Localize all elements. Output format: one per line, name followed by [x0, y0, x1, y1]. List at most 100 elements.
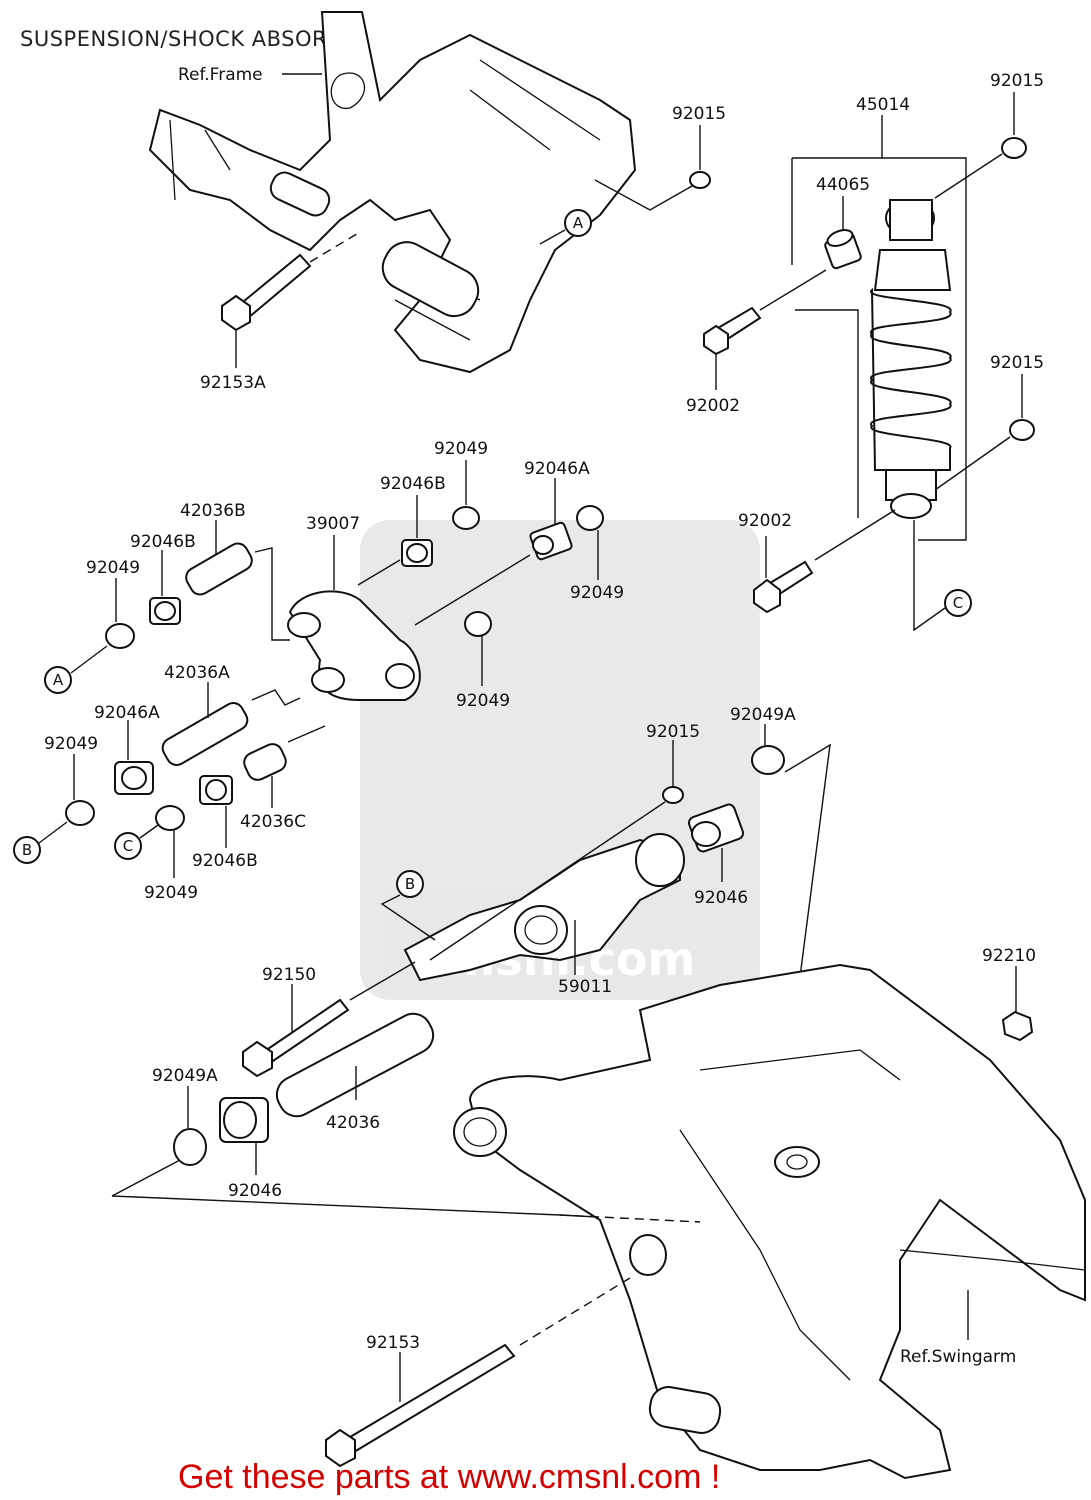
marker-a-left-label: A — [53, 671, 64, 689]
seal-92049-right — [576, 505, 604, 531]
frame-drawing — [148, 11, 637, 374]
label-ref-swingarm: Ref.Swingarm — [900, 1347, 1016, 1367]
marker-c-left-label: C — [123, 837, 133, 855]
nut-92015-right-mid — [1009, 419, 1035, 441]
seal-92049-left-top — [105, 623, 135, 649]
leader-92002-to-shock — [795, 309, 859, 518]
leader-92150-rod — [349, 961, 416, 1001]
leader-marker-a-top — [539, 229, 566, 245]
label-92049-center: 92049 — [456, 691, 510, 711]
nut-92210 — [1001, 1010, 1034, 1042]
marker-c-right-label: C — [953, 594, 963, 612]
label-ref-frame: Ref.Frame — [178, 65, 263, 85]
leader-42036a-arm — [251, 689, 301, 706]
leader-92015-shock-top — [934, 153, 1003, 199]
bolt-92153 — [325, 1343, 516, 1468]
sleeve-42036c — [243, 743, 287, 781]
leader-swingarm-dash — [559, 1214, 701, 1223]
needle-bearing-92046a-left — [114, 761, 154, 795]
label-42036: 42036 — [326, 1113, 380, 1133]
marker-b-center-label: B — [405, 875, 415, 893]
leader-bottom-seal — [111, 1159, 181, 1197]
label-92150: 92150 — [262, 965, 316, 985]
leader-marker-c-right — [913, 520, 946, 632]
bolt-92002-mid — [753, 560, 814, 614]
footer-link-text[interactable]: Get these parts at www.cmsnl.com ! — [178, 1458, 720, 1496]
link-arm-39007 — [287, 590, 421, 701]
bolt-92002-top — [703, 306, 762, 356]
label-92046b-top: 92046B — [380, 474, 446, 494]
shock-absorber-45014 — [870, 199, 952, 519]
label-92015-top: 92015 — [672, 104, 726, 124]
label-92015-mid: 92015 — [646, 722, 700, 742]
label-92049a-left: 92049A — [152, 1066, 218, 1086]
label-92015-right-mid: 92015 — [990, 353, 1044, 373]
label-92002-mid: 92002 — [738, 511, 792, 531]
label-92049-left-top: 92049 — [86, 558, 140, 578]
leader-marker-b-center — [380, 894, 436, 941]
label-92046b-left: 92046B — [130, 532, 196, 552]
leader-92002-mid-shock — [814, 509, 896, 561]
nut-92015-mid — [662, 786, 684, 804]
label-44065: 44065 — [816, 175, 870, 195]
marker-a-top — [564, 209, 592, 237]
label-92049a-right: 92049A — [730, 705, 796, 725]
label-92046a-top: 92046A — [524, 459, 590, 479]
needle-bearing-92046-bottom — [219, 1097, 269, 1143]
label-92049-top: 92049 — [434, 439, 488, 459]
label-42036a: 42036A — [164, 663, 230, 683]
label-92210: 92210 — [982, 946, 1036, 966]
diagram-title: SUSPENSION/SHOCK ABSORBER — [20, 27, 371, 51]
leader-92046b-top-arm — [357, 559, 401, 586]
sleeve-42036 — [275, 1012, 435, 1118]
marker-a-left — [44, 666, 72, 694]
leader-42036c-arm — [287, 725, 326, 743]
seal-92049-center — [464, 611, 492, 637]
seal-92049-top — [452, 506, 480, 530]
leader-92015-shock-bottom — [934, 436, 1011, 491]
label-92049-right: 92049 — [570, 583, 624, 603]
label-42036c: 42036C — [240, 812, 306, 832]
leader-92015-frame — [594, 179, 693, 211]
label-45014: 45014 — [856, 95, 910, 115]
leader-marker-b-left — [38, 821, 68, 844]
marker-b-left — [13, 836, 41, 864]
label-92015-right-top: 92015 — [990, 71, 1044, 91]
label-92046b-bottom: 92046B — [192, 851, 258, 871]
marker-b-center — [396, 870, 424, 898]
leader-marker-a-left — [70, 645, 108, 674]
bolt-92150 — [242, 998, 350, 1078]
swingarm-drawing — [453, 963, 1086, 1480]
leader-92153-dash — [519, 1277, 631, 1346]
marker-c-right — [944, 589, 972, 617]
leader-42036b-arm — [254, 547, 290, 641]
label-92046-right: 92046 — [694, 888, 748, 908]
label-92153: 92153 — [366, 1333, 420, 1353]
seal-92049a-left — [173, 1128, 207, 1166]
label-92049-bottom: 92049 — [144, 883, 198, 903]
marker-c-left — [114, 832, 142, 860]
needle-bearing-92046b-top — [401, 539, 433, 567]
label-42036b: 42036B — [180, 501, 246, 521]
leader-92002-bushing — [759, 269, 827, 311]
leader-92153a-dash — [309, 231, 361, 263]
label-92046-bottom: 92046 — [228, 1181, 282, 1201]
tie-rod-59011 — [403, 833, 685, 982]
seal-92049-left-mid — [65, 800, 95, 826]
leader-92046a-link — [414, 554, 531, 626]
label-39007: 39007 — [306, 514, 360, 534]
sleeve-42036b — [185, 542, 253, 596]
marker-b-left-label: B — [22, 841, 32, 859]
nut-92015-right-top — [1001, 137, 1027, 159]
needle-bearing-92046b-left — [149, 597, 181, 625]
sleeve-42036a — [161, 702, 249, 766]
label-92049-left-mid: 92049 — [44, 734, 98, 754]
needle-bearing-92046a-top — [529, 521, 573, 561]
marker-a-top-label: A — [573, 214, 584, 232]
needle-bearing-92046-right — [687, 803, 745, 853]
nut-92015-top — [689, 171, 711, 189]
leader-92015-mid-rod — [429, 801, 666, 961]
label-92002-top: 92002 — [686, 396, 740, 416]
